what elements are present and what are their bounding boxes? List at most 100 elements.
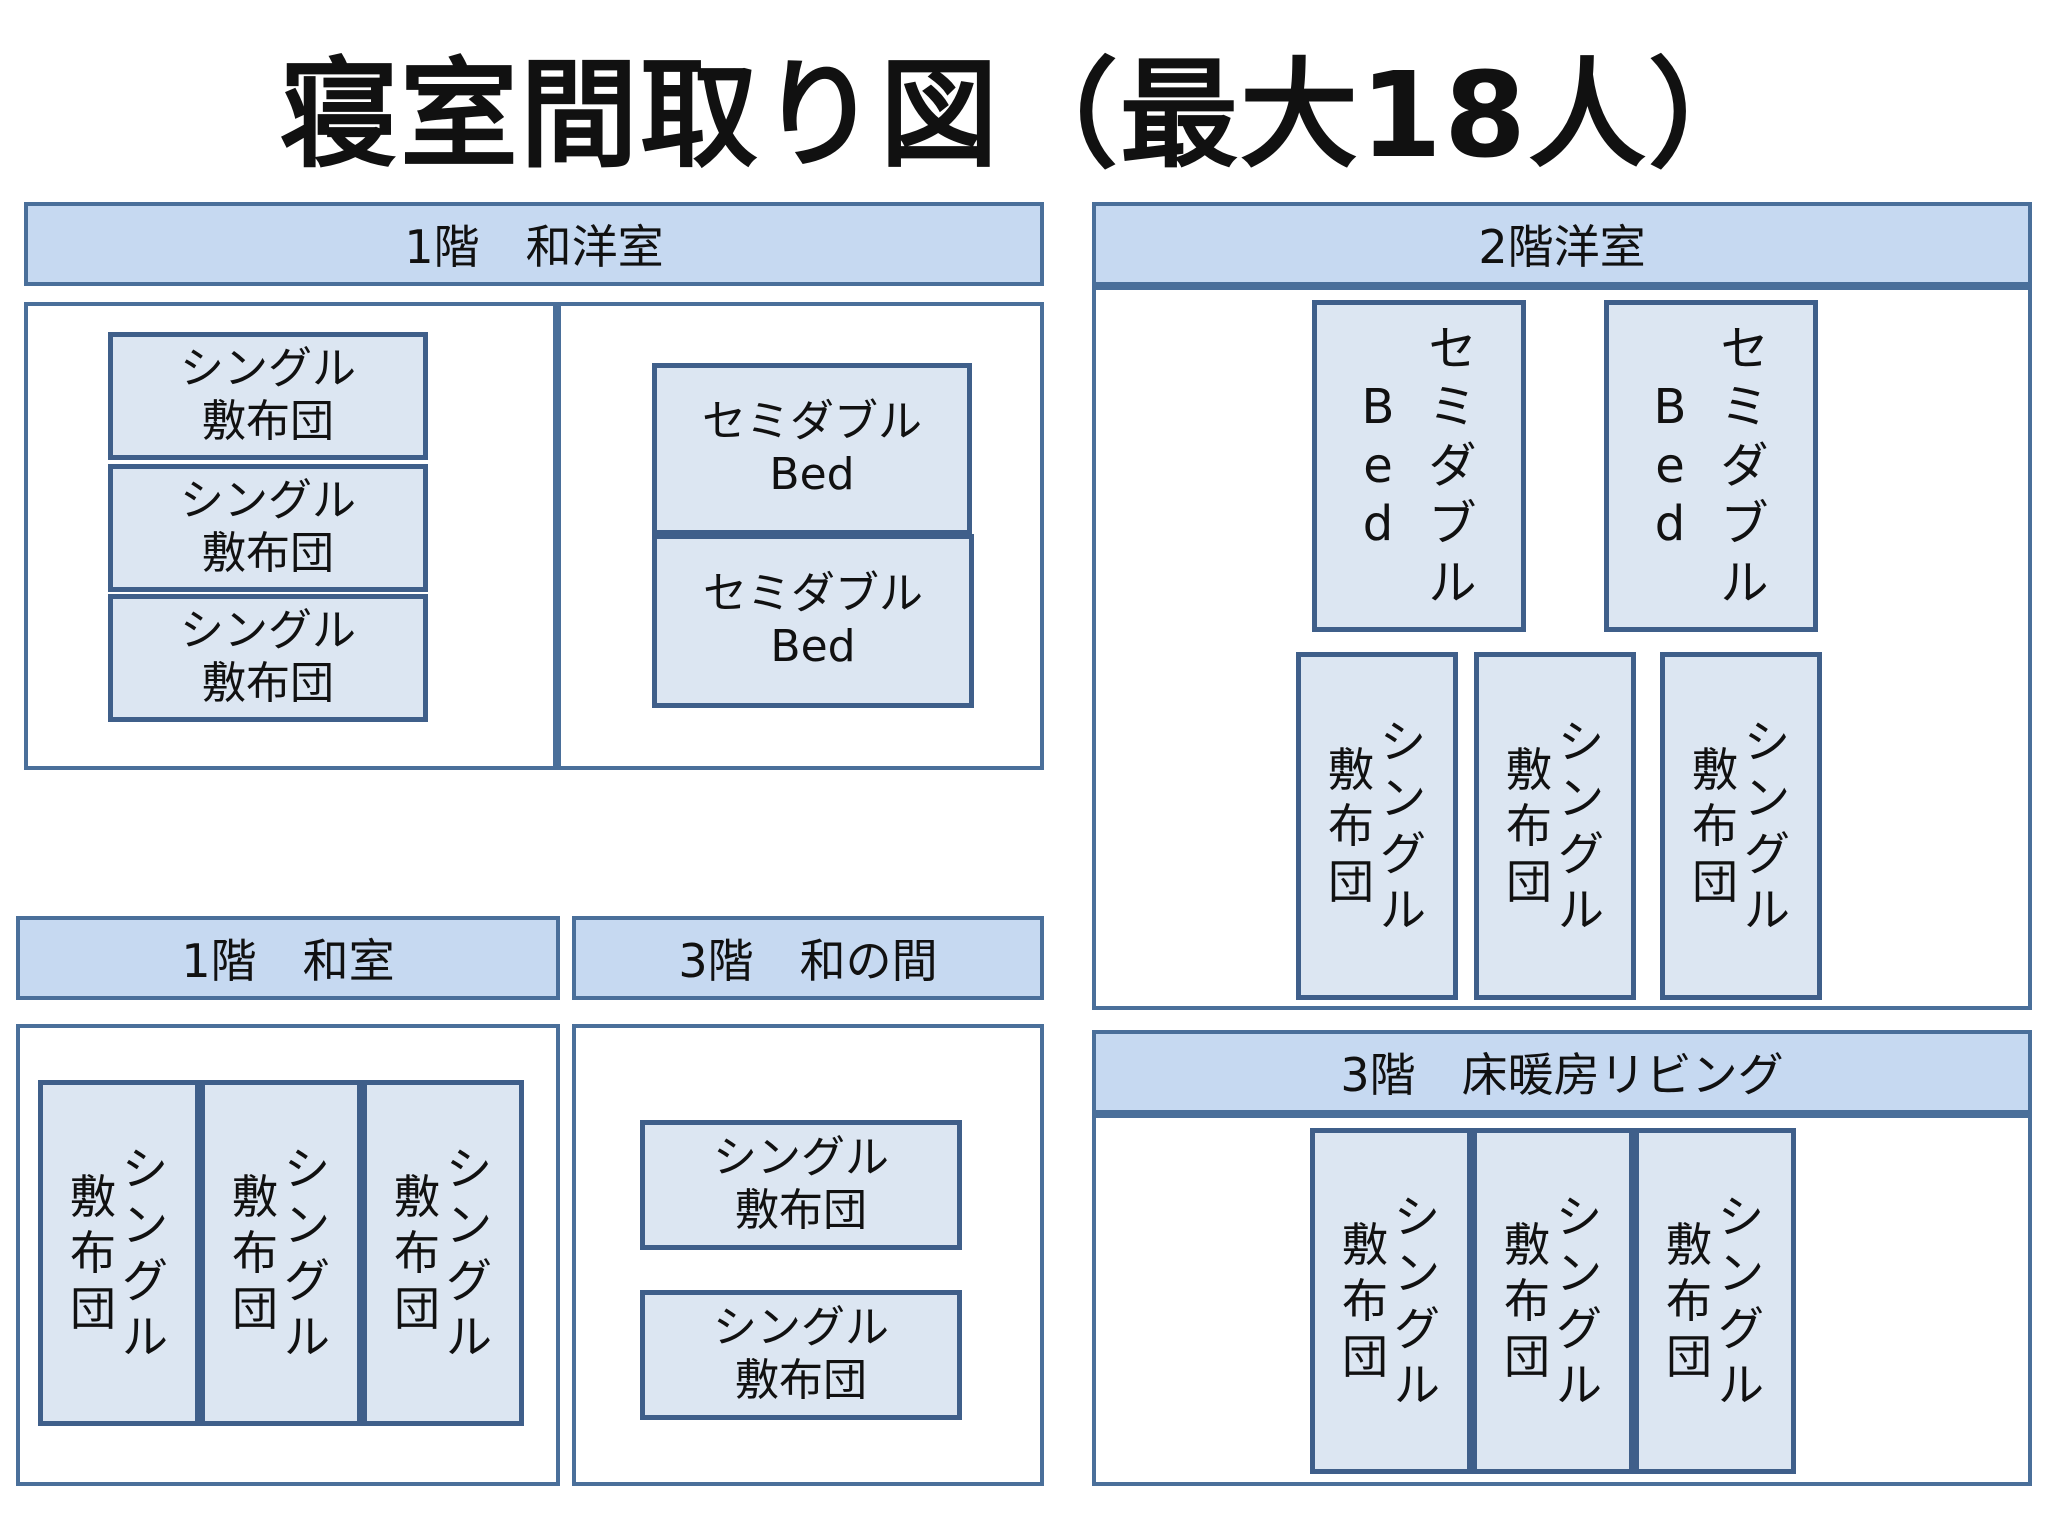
label-char: グ — [284, 1254, 330, 1308]
label-char: ル — [1718, 1358, 1764, 1413]
label-char: シ — [1380, 714, 1426, 769]
label-line: シングル — [180, 343, 356, 395]
label-char: シ — [1394, 1189, 1440, 1244]
label-char: シ — [122, 1141, 168, 1196]
futon-single: シングル敷布団 — [1634, 1128, 1796, 1474]
label-char: 団 — [1692, 855, 1738, 910]
page-title: 寝室間取り図（最大18人） — [279, 46, 1769, 184]
label-char: ン — [1556, 1245, 1602, 1300]
label-char: セ — [1428, 320, 1477, 377]
label-char: ル — [446, 1310, 492, 1365]
label-char: 敷 — [1506, 742, 1552, 797]
futon-single: シングル敷布団 — [640, 1120, 962, 1250]
label-char: 布 — [1328, 798, 1374, 853]
label-line: Bed — [769, 449, 855, 500]
label-char: 敷 — [1504, 1217, 1550, 1272]
label-column: シングル — [1556, 1189, 1602, 1413]
label-char: 団 — [1342, 1330, 1388, 1385]
label-column: 敷布団 — [232, 1169, 278, 1337]
futon-single: シングル敷布団 — [362, 1080, 524, 1426]
label-column: シングル — [1718, 1189, 1764, 1413]
label-char: 敷 — [1342, 1217, 1388, 1272]
label-char: シ — [446, 1141, 492, 1196]
room-2f-youshitsu — [1092, 286, 2032, 1010]
label-char: ル — [1558, 883, 1604, 938]
label-line: セミダブル — [702, 396, 922, 448]
label-column: 敷布団 — [1328, 742, 1374, 910]
label-column: 敷布団 — [1506, 742, 1552, 910]
label-char: 布 — [1342, 1273, 1388, 1328]
label-char: 布 — [1506, 798, 1552, 853]
label-char: 団 — [1506, 855, 1552, 910]
label-column: 敷布団 — [1504, 1217, 1550, 1385]
label-char: ル — [284, 1310, 330, 1365]
label-column: シングル — [446, 1141, 492, 1365]
label-column: シングル — [284, 1141, 330, 1365]
label-line: シングル — [713, 1302, 889, 1354]
label-char: セ — [1720, 320, 1769, 377]
label-char: ミ — [1720, 379, 1769, 436]
label-column: セミダブル — [1428, 320, 1476, 613]
label-column: 敷布団 — [1342, 1217, 1388, 1385]
label-line: シングル — [180, 605, 356, 657]
label-char: 敷 — [232, 1169, 278, 1224]
label-char: ン — [122, 1197, 168, 1252]
label-char: 団 — [1504, 1330, 1550, 1385]
label-char: ル — [122, 1310, 168, 1365]
label-char: d — [1654, 496, 1686, 553]
label-char: 敷 — [1328, 742, 1374, 797]
label-char: グ — [446, 1254, 492, 1308]
label-column: シングル — [1744, 714, 1790, 938]
futon-single: シングル敷布団 — [1472, 1128, 1634, 1474]
label-char: グ — [1558, 827, 1604, 881]
futon-single: シングル敷布団 — [640, 1290, 962, 1420]
label-column: シングル — [1558, 714, 1604, 938]
futon-single: シングル敷布団 — [38, 1080, 200, 1426]
label-line: シングル — [713, 1132, 889, 1184]
label-char: ル — [1720, 554, 1769, 611]
label-char: 団 — [70, 1282, 116, 1337]
futon-single: シングル敷布団 — [108, 594, 428, 722]
label-column: 敷布団 — [1666, 1217, 1712, 1385]
label-line: 敷布団 — [202, 658, 334, 709]
label-char: シ — [1558, 714, 1604, 769]
label-char: 布 — [1666, 1273, 1712, 1328]
label-char: e — [1655, 437, 1685, 494]
label-char: 団 — [1328, 855, 1374, 910]
label-char: ン — [446, 1197, 492, 1252]
label-line: セミダブル — [703, 568, 923, 620]
label-char: 布 — [70, 1225, 116, 1280]
label-char: 布 — [1692, 798, 1738, 853]
futon-single: シングル敷布団 — [108, 464, 428, 592]
label-line: 敷布団 — [202, 528, 334, 579]
label-char: 団 — [232, 1282, 278, 1337]
label-char: シ — [1718, 1189, 1764, 1244]
label-char: ン — [1744, 770, 1790, 825]
label-char: ン — [1394, 1245, 1440, 1300]
label-column: 敷布団 — [1692, 742, 1738, 910]
label-char: 敷 — [1666, 1217, 1712, 1272]
label-column: 敷布団 — [394, 1169, 440, 1337]
label-char: ブ — [1720, 496, 1769, 553]
futon-single: シングル敷布団 — [1296, 652, 1458, 1000]
label-column: シングル — [122, 1141, 168, 1365]
label-char: ル — [1556, 1358, 1602, 1413]
label-char: グ — [1556, 1302, 1602, 1356]
label-char: シ — [284, 1141, 330, 1196]
label-char: グ — [122, 1254, 168, 1308]
label-char: e — [1363, 437, 1393, 494]
label-char: ル — [1744, 883, 1790, 938]
futon-single: シングル敷布団 — [108, 332, 428, 460]
room-header-1f-wayou: 1階 和洋室 — [24, 202, 1044, 286]
label-char: グ — [1394, 1302, 1440, 1356]
futon-single: シングル敷布団 — [1310, 1128, 1472, 1474]
futon-single: シングル敷布団 — [1660, 652, 1822, 1000]
label-char: ル — [1428, 554, 1477, 611]
label-char: 布 — [1504, 1273, 1550, 1328]
label-char: d — [1362, 496, 1394, 553]
